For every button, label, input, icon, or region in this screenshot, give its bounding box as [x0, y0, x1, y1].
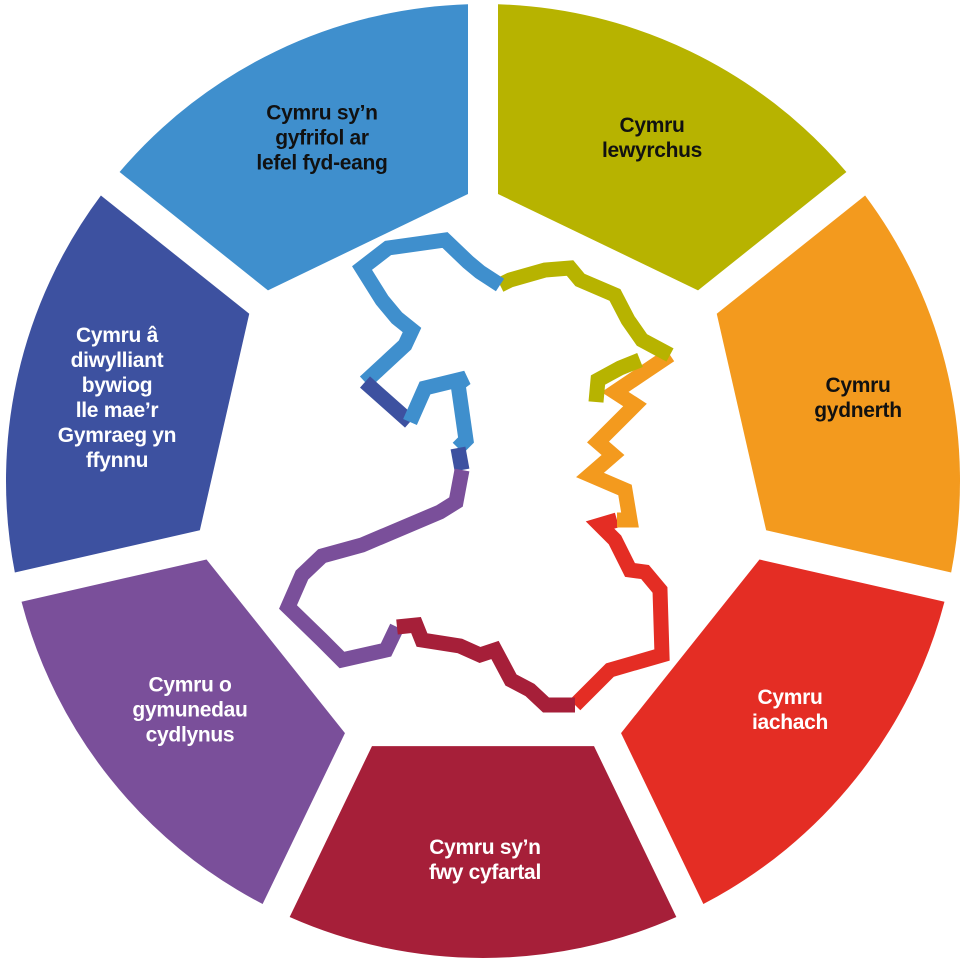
wales-outline-section	[576, 348, 675, 528]
goal-segment-cohesive-communities	[21, 559, 345, 905]
wales-outline-section	[279, 468, 470, 669]
wales-outline-section	[450, 446, 470, 472]
wales-map-fill	[288, 240, 670, 705]
goal-label-vibrant-culture: Cymru â diwylliant bywiog lle mae’r Gymr…	[57, 324, 177, 472]
wales-outline-section	[352, 232, 505, 388]
goal-label-cohesive-communities: Cymru o gymunedau cydlynus	[132, 673, 248, 747]
goal-segment-vibrant-culture	[6, 195, 250, 573]
wales-outline-section	[588, 353, 643, 403]
wales-outline-section	[569, 512, 670, 711]
wales-outline-section	[396, 616, 575, 713]
wales-outline-section	[496, 260, 674, 362]
goal-label-healthier: Cymru iachach	[751, 686, 829, 734]
goal-label-resilient: Cymru gydnerth	[814, 374, 902, 422]
goal-segment-healthier	[621, 559, 945, 905]
goal-segment-resilient	[716, 195, 960, 573]
goal-label-more-equal: Cymru sy’n fwy cyfartal	[429, 836, 541, 884]
goal-segment-more-equal	[289, 746, 677, 958]
wales-outline-section	[403, 370, 474, 454]
wales-outline-section	[360, 376, 415, 428]
goal-label-globally-responsible: Cymru sy’n gyfrifol ar lefel fyd-eang	[256, 101, 388, 175]
goal-label-prosperous: Cymru lewyrchus	[601, 114, 703, 162]
goal-segment-globally-responsible	[119, 4, 468, 291]
goal-segment-prosperous	[498, 4, 847, 291]
